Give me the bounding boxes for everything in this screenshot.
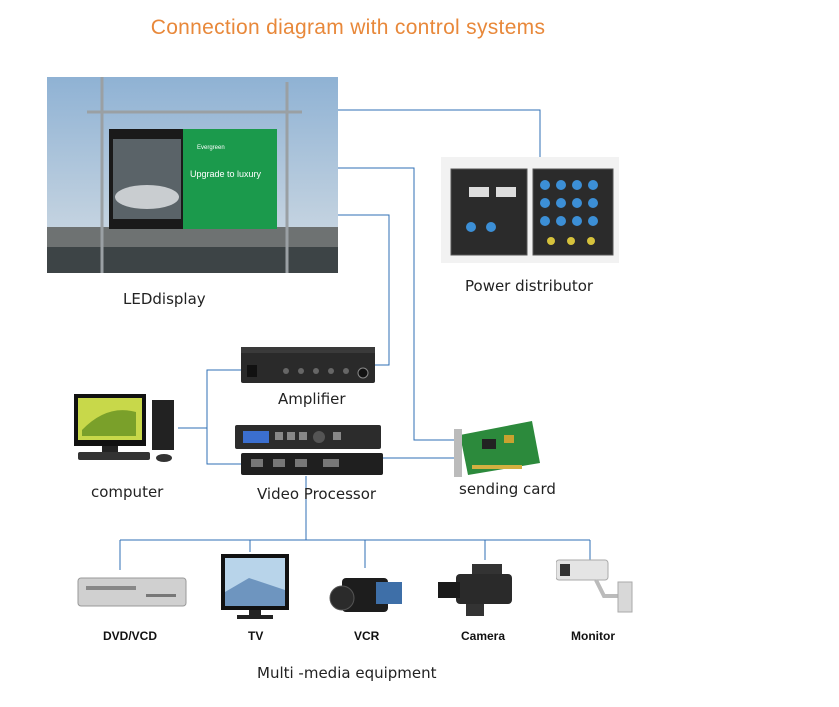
vcr-camcorder-photo xyxy=(329,578,402,612)
dvd-vcd-photo xyxy=(77,577,187,607)
sending-card-label: sending card xyxy=(459,480,556,498)
video-processor-photo xyxy=(235,425,383,475)
computer-photo xyxy=(74,394,174,462)
media-item-vcr: VCR xyxy=(354,629,380,643)
multimedia-label: Multi -media equipment xyxy=(257,664,437,682)
sending-card-photo xyxy=(454,421,540,477)
diagram-title: Connection diagram with control systems xyxy=(150,16,546,39)
amplifier-photo xyxy=(241,347,375,383)
media-item-dvd-vcd: DVD/VCD xyxy=(103,629,158,643)
computer-label: computer xyxy=(91,483,164,501)
media-item-monitor: Monitor xyxy=(571,629,615,643)
screen-headline: Upgrade to luxury xyxy=(190,169,262,179)
security-monitor-camera-photo xyxy=(556,559,633,613)
video-processor-label: Video Processor xyxy=(257,485,377,503)
power-distributor-label: Power distributor xyxy=(465,277,594,295)
tv-photo xyxy=(221,554,289,619)
led-display-photo: Evergreen Upgrade to luxury xyxy=(47,77,338,273)
camera-photo xyxy=(438,564,512,616)
media-item-camera: Camera xyxy=(461,629,506,643)
media-item-tv: TV xyxy=(248,629,264,643)
power-distributor-photo xyxy=(441,157,619,263)
screen-brand: Evergreen xyxy=(197,145,225,151)
led-display-label: LEDdisplay xyxy=(123,290,206,308)
amplifier-label: Amplifier xyxy=(278,390,346,408)
